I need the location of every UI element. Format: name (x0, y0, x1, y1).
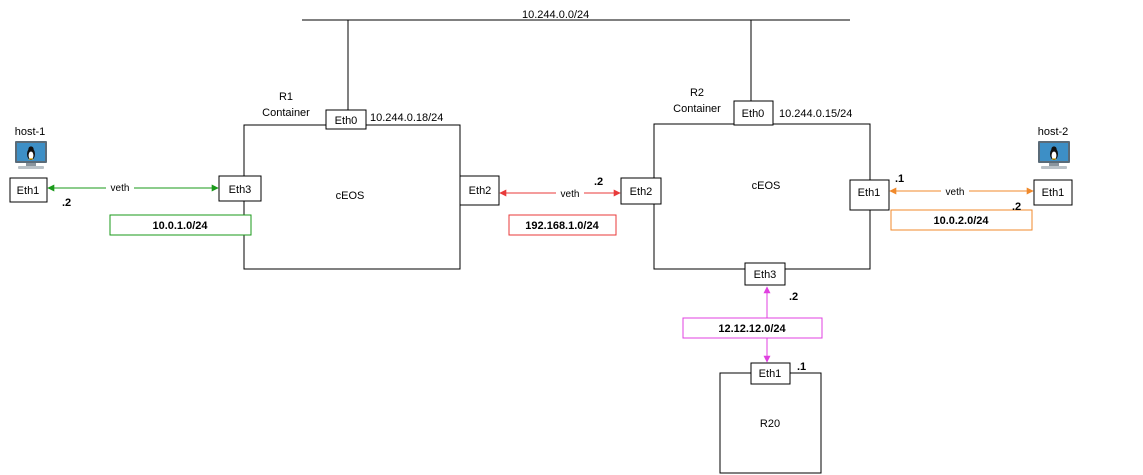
link-r1-r2-label-bg (556, 187, 584, 199)
r2-eth0-label: Eth0 (742, 108, 765, 120)
host2-name: host-2 (1038, 126, 1069, 138)
r2-eth2-suffix: .2 (594, 176, 603, 188)
r20-name: R20 (760, 418, 780, 430)
r1-name: R1 (279, 91, 293, 103)
r2-eth1-port (849, 179, 890, 211)
link-r2-host2-label-bg (941, 185, 969, 197)
r20-eth1-suffix: .1 (797, 361, 806, 373)
r1-eth2-port (459, 175, 500, 206)
host2-linux-computer-icon (1038, 141, 1070, 169)
r2-eth3-suffix: .2 (789, 291, 798, 303)
host2-eth1-label: Eth1 (1042, 187, 1065, 199)
host1-linux-computer-icon (15, 141, 47, 169)
subnet-10-0-2-label: 10.0.2.0/24 (933, 215, 989, 227)
r1-os-label: cEOS (336, 190, 365, 202)
subnet-10-0-1-label: 10.0.1.0/24 (152, 220, 208, 232)
r2-eth2-label: Eth2 (630, 186, 653, 198)
host2-ip-suffix: .2 (1012, 201, 1021, 213)
r1-eth3-port (218, 175, 262, 202)
r2-eth3-label: Eth3 (754, 269, 777, 281)
subnet-192-168-1-label: 192.168.1.0/24 (525, 220, 599, 232)
r2-name: R2 (690, 87, 704, 99)
host2-eth1-port (1033, 179, 1073, 206)
r20-router-box (719, 372, 822, 474)
host1-eth1-label: Eth1 (17, 185, 40, 197)
host1-name: host-1 (15, 126, 46, 138)
r2-os-label: cEOS (752, 180, 781, 192)
r2-eth0-ip: 10.244.0.15/24 (779, 108, 852, 120)
r1-eth0-label: Eth0 (335, 115, 358, 127)
r1-eth0-ip: 10.244.0.18/24 (370, 112, 443, 124)
host1-ip-suffix: .2 (62, 197, 71, 209)
r1-eth3-label: Eth3 (229, 184, 252, 196)
link-host1-r1-label-bg (106, 182, 134, 194)
r20-eth1-port (750, 362, 791, 385)
r2-kind: Container (673, 103, 721, 115)
subnet-box-12-12-12 (682, 317, 823, 339)
mgmt-subnet-label: 10.244.0.0/24 (522, 9, 589, 21)
r2-eth1-label: Eth1 (858, 187, 881, 199)
link-r2-host2-label: veth (946, 187, 965, 198)
r1-eth0-port (325, 109, 367, 130)
r2-eth3-port (744, 262, 786, 286)
r2-eth1-suffix: .1 (895, 173, 904, 185)
r2-eth2-port (620, 177, 662, 205)
r1-kind: Container (262, 107, 310, 119)
r20-eth1-label: Eth1 (759, 368, 782, 380)
link-r1-r2-label: veth (561, 189, 580, 200)
subnet-box-192-168-1 (508, 214, 617, 236)
r2-router-box (653, 123, 871, 270)
subnet-box-10-0-2 (890, 209, 1033, 231)
subnet-box-10-0-1 (109, 214, 252, 236)
r1-eth2-label: Eth2 (469, 185, 492, 197)
host1-eth1-port (9, 177, 48, 203)
r2-eth0-port (733, 100, 774, 126)
link-host1-r1-label: veth (111, 183, 130, 194)
r1-router-box (243, 124, 461, 270)
subnet-12-12-12-label: 12.12.12.0/24 (718, 323, 786, 335)
